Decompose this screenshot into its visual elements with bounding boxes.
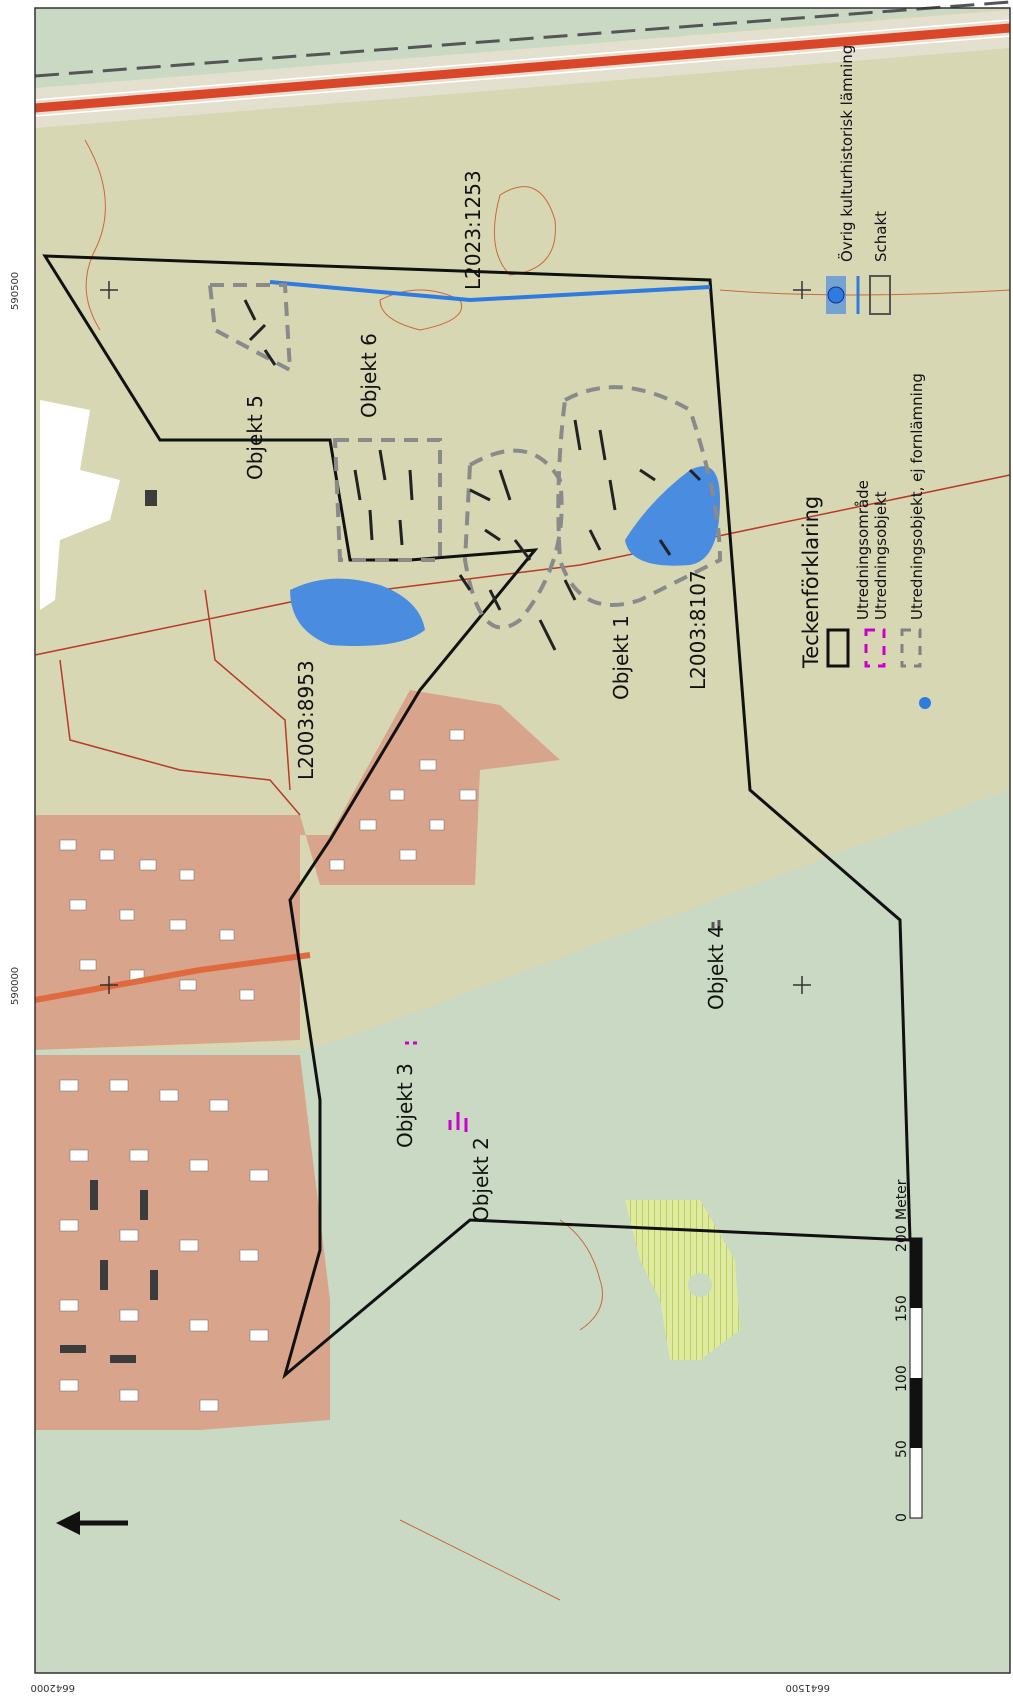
- coord-bottom-6641500: 6641500: [785, 1682, 830, 1693]
- legend-label-1: Utredningsobjekt: [872, 491, 890, 620]
- label-objekt5: Objekt 5: [243, 395, 267, 480]
- railway: [34, 0, 1011, 78]
- legend-label-0: Utredningsområde: [854, 480, 872, 620]
- study-area-boundary: [42, 254, 912, 1380]
- coord-top-590000: 590000: [10, 967, 21, 1005]
- scale-unit: Meter: [894, 1179, 910, 1220]
- scale-tick-200: 200: [894, 1225, 910, 1252]
- legend-swatch-study-area: [826, 628, 850, 668]
- legend-swatch-non-remains: [900, 628, 922, 668]
- legend-label-2: Utredningsobjekt, ej fornlämning: [908, 373, 926, 620]
- map-frame: [34, 7, 1011, 1674]
- label-l2003-8107: L2003:8107: [686, 570, 710, 690]
- cultural-remain-point: [919, 697, 931, 709]
- survey-objects-non-remains: [207, 283, 723, 630]
- coord-top-590500: 590500: [10, 272, 21, 310]
- pond-east: [625, 466, 720, 566]
- residential-area-north: [35, 690, 560, 1050]
- legend: Teckenförklaring Utredningsområde Utredn…: [799, 45, 926, 669]
- grid-crosses: [100, 281, 811, 994]
- streets: [34, 474, 1011, 816]
- contour-lines: [84, 139, 1011, 1601]
- scale-tick-150: 150: [894, 1295, 910, 1322]
- dark-buildings: [60, 490, 158, 1363]
- legend-title: Teckenförklaring: [799, 496, 823, 669]
- legend2-label-0: Övrig kulturhistorisk lämning: [837, 45, 856, 262]
- road-east-west: [34, 952, 311, 1003]
- legend-swatch-objects: [864, 628, 886, 668]
- legend2-label-1: Schakt: [872, 211, 890, 262]
- label-l2023-1253: L2023:1253: [461, 170, 485, 290]
- coord-bottom-6642000: 6642000: [30, 1682, 75, 1693]
- label-objekt4: Objekt 4: [704, 925, 728, 1010]
- north-arrow-icon: [56, 1511, 128, 1535]
- scale-tick-0: 0: [894, 1513, 910, 1522]
- label-objekt6: Objekt 6: [357, 333, 381, 418]
- hatched-area: [625, 1200, 740, 1360]
- main-road: [34, 23, 1011, 113]
- scale-tick-50: 50: [894, 1440, 910, 1458]
- building-complex: [40, 400, 120, 610]
- label-objekt3: Objekt 3: [393, 1063, 417, 1148]
- trenches: [243, 299, 702, 651]
- buildings: [59, 729, 477, 1412]
- label-objekt1: Objekt 1: [609, 615, 633, 700]
- scale-bar: 0 50 100 150 200 Meter: [894, 1179, 923, 1522]
- label-l2003-8953: L2003:8953: [294, 660, 318, 780]
- scale-tick-100: 100: [894, 1365, 910, 1392]
- legend-swatch-schakt: [869, 275, 891, 315]
- pond-north: [290, 578, 425, 646]
- survey-objects: [405, 1041, 468, 1132]
- legend-swatch-culture-point: [827, 286, 845, 304]
- objekt4-mark: [711, 920, 721, 928]
- cultural-remain-line: [269, 280, 711, 303]
- label-objekt2: Objekt 2: [469, 1137, 493, 1222]
